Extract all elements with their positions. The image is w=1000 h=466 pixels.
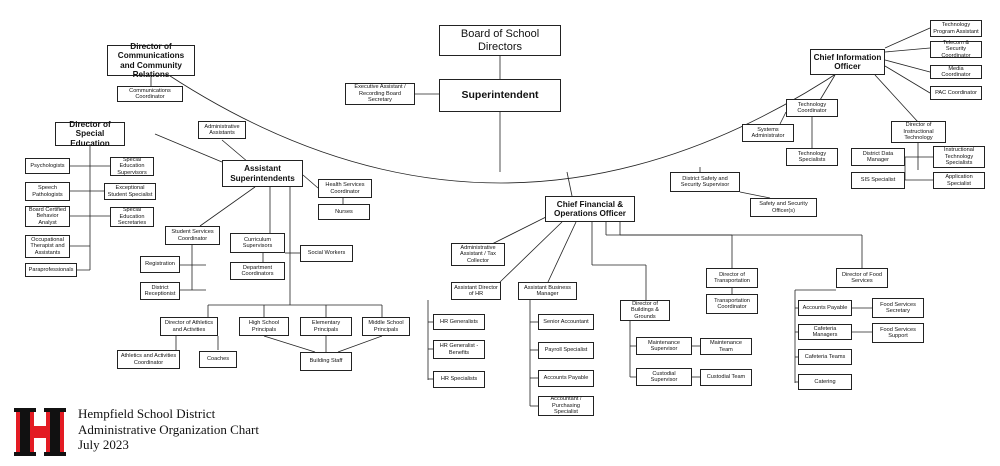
hr-generalists-box: HR Generalists <box>433 314 485 330</box>
speech-pathologists-box: Speech Pathologists <box>25 182 70 201</box>
dir-athletics-box: Director of Athletics and Activities <box>160 317 218 336</box>
exec-assistant-box: Executive Assistant / Recording Board Se… <box>345 83 415 105</box>
food-support-box: Food Services Support <box>872 323 924 343</box>
dir-food-box: Director of Food Services <box>836 268 888 288</box>
exceptional-specialist-box: Exceptional Student Specialist <box>104 183 156 200</box>
asst-dir-hr-box: Assistant Director of HR <box>451 282 501 300</box>
pac-coordinator-box: PAC Coordinator <box>930 86 982 100</box>
psychologists-box: Psychologists <box>25 158 70 174</box>
ms-principals-box: Middle School Principals <box>362 317 410 336</box>
hr-specialists-box: HR Specialists <box>433 371 485 388</box>
sis-specialist-box: SIS Specialist <box>851 172 905 189</box>
safety-officers-box: Safety and Security Officer(s) <box>750 198 817 217</box>
data-manager-box: District Data Manager <box>851 148 905 166</box>
footer-title: Hempfield School District Administrative… <box>78 406 259 453</box>
coaches-box: Coaches <box>199 351 237 368</box>
superintendent-box: Superintendent <box>439 79 561 112</box>
asst-superintendents-box: Assistant Superintendents <box>222 160 303 187</box>
chart-title: Administrative Organization Chart <box>78 421 259 437</box>
hs-principals-box: High School Principals <box>239 317 289 336</box>
food-accounts-payable-box: Accounts Payable <box>798 300 852 316</box>
elem-principals-box: Elementary Principals <box>300 317 352 336</box>
dir-special-ed-box: Director of Special Education <box>55 120 125 148</box>
social-workers-box: Social Workers <box>300 245 353 262</box>
district-safety-box: District Safety and Security Supervisor <box>670 172 740 192</box>
dir-communications-box: Director of Communications and Community… <box>107 42 195 79</box>
food-secretary-box: Food Services Secretary <box>872 298 924 318</box>
admin-asst-tax-box: Administrative Assistant / Tax Collector <box>451 243 505 266</box>
paraprofessionals-box: Paraprofessionals <box>25 263 77 277</box>
curriculum-supervisors-box: Curriculum Supervisors <box>230 233 285 253</box>
cfo-box: Chief Financial & Operations Officer <box>545 196 635 222</box>
catering-box: Catering <box>798 374 852 390</box>
dir-transportation-box: Director of Transportation <box>706 268 758 288</box>
board-box: Board of School Directors <box>439 25 561 56</box>
maintenance-supervisor-box: Maintenance Supervisor <box>636 337 692 355</box>
student-services-box: Student Services Coordinator <box>165 226 220 245</box>
cio-box: Chief Information Officer <box>810 49 885 75</box>
custodial-team-box: Custodial Team <box>700 369 752 386</box>
department-coordinators-box: Department Coordinators <box>230 262 285 280</box>
health-services-box: Health Services Coordinator <box>318 179 372 198</box>
receptionist-box: District Receptionist <box>140 282 180 300</box>
dir-buildings-box: Director of Buildings & Grounds <box>620 300 670 321</box>
payroll-box: Payroll Specialist <box>538 342 594 359</box>
application-specialist-box: Application Specialist <box>933 172 985 189</box>
cafeteria-managers-box: Cafeteria Managers <box>798 324 852 340</box>
bcba-box: Board Certified Behavior Analyst <box>25 206 70 227</box>
accountant-purchasing-box: Accountant / Purchasing Specialist <box>538 396 594 416</box>
telecom-security-box: Telecom & Security Coordinator <box>930 40 982 59</box>
arc-connector <box>154 65 849 184</box>
nurses-box: Nurses <box>318 204 370 220</box>
ot-box: Occupational Therapist and Assistants <box>25 235 70 258</box>
district-logo-icon <box>14 408 66 456</box>
maintenance-team-box: Maintenance Team <box>700 338 752 355</box>
instr-tech-specialists-box: Instructional Technology Specialists <box>933 146 985 168</box>
district-name: Hempfield School District <box>78 406 216 421</box>
registration-box: Registration <box>140 256 180 273</box>
sped-secretaries-box: Special Education Secretaries <box>110 207 154 227</box>
accounts-payable-box: Accounts Payable <box>538 370 594 387</box>
sped-supervisors-box: Special Education Supervisors <box>110 157 154 176</box>
media-coordinator-box: Media Coordinator <box>930 65 982 79</box>
hr-benefits-box: HR Generalist - Benefits <box>433 340 485 359</box>
cafeteria-teams-box: Cafeteria Teams <box>798 349 852 365</box>
comm-coordinator-box: Communications Coordinator <box>117 86 183 102</box>
asst-business-mgr-box: Assistant Business Manager <box>518 282 577 300</box>
dir-instr-tech-box: Director of Instructional Technology <box>891 121 946 143</box>
systems-admin-box: Systems Administrator <box>742 124 794 142</box>
transport-coordinator-box: Transportation Coordinator <box>706 294 758 314</box>
tech-specialists-box: Technology Specialists <box>786 148 838 166</box>
custodial-supervisor-box: Custodial Supervisor <box>636 368 692 386</box>
chart-date: July 2023 <box>78 437 129 452</box>
building-staff-box: Building Staff <box>300 352 352 371</box>
senior-accountant-box: Senior Accountant <box>538 314 594 330</box>
athletics-coordinator-box: Athletics and Activities Coordinator <box>117 350 180 369</box>
tech-program-assistant-box: Technology Program Assistant <box>930 20 982 37</box>
tech-coordinator-box: Technology Coordinator <box>786 99 838 117</box>
admin-assistants-box: Administrative Assistants <box>198 121 246 139</box>
